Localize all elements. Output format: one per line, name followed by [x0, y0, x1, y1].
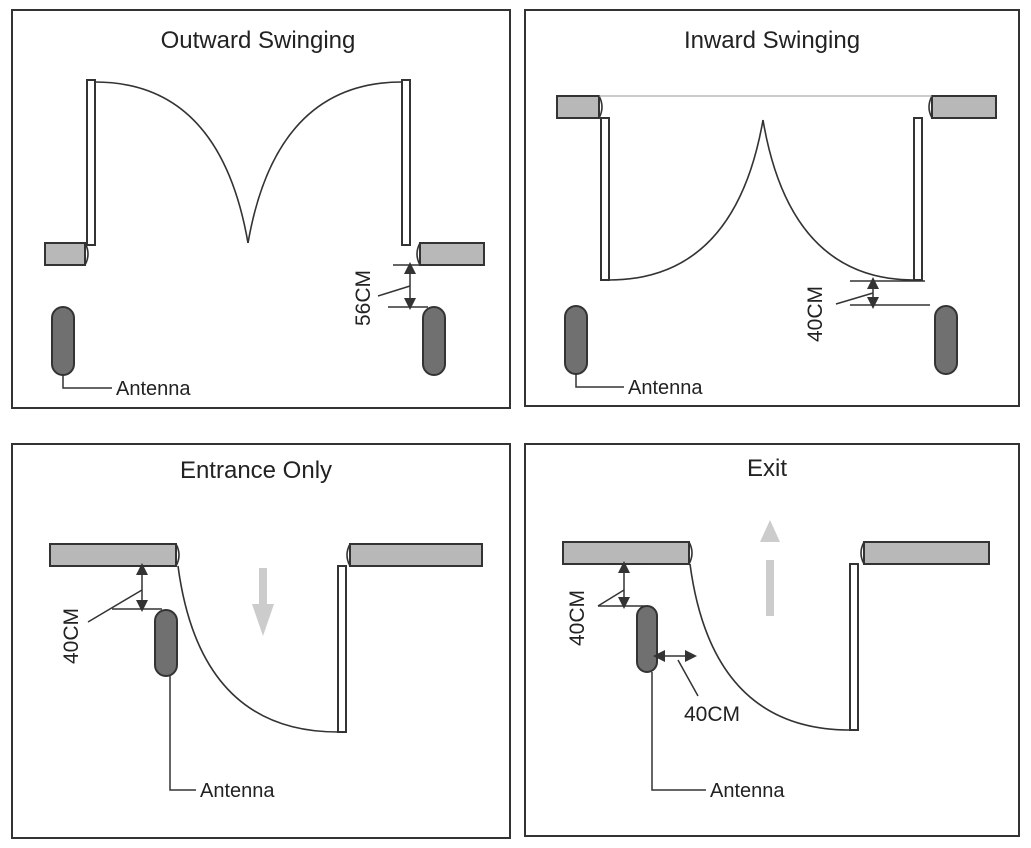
panel-entrance-only: Entrance Only Antenna 40CM [11, 443, 511, 839]
antenna-label: Antenna [116, 378, 191, 400]
door-leaf-left [86, 79, 96, 246]
dimension-label: 40CM [804, 286, 827, 342]
wall-left [49, 543, 177, 567]
panel-frame [524, 443, 1020, 837]
panel-frame [11, 443, 511, 839]
dimension-leader [835, 292, 874, 305]
door-swing-arc [689, 563, 851, 731]
panel-inward-swinging: Inward Swinging Antenna 40CM [524, 9, 1020, 407]
wall-right [349, 543, 483, 567]
door-swing-arc-left [608, 119, 764, 281]
panel-outward-swinging: Outward Swinging Antenna 56CM [11, 9, 511, 409]
antenna [636, 605, 658, 673]
dimension-leader [87, 589, 143, 623]
antenna-right [422, 306, 446, 376]
dimension-label: 40CM [60, 608, 83, 664]
dimension-leader [377, 285, 411, 297]
wall-left [556, 95, 600, 119]
dimension-label-vertical: 40CM [566, 590, 589, 646]
wall-jamb-curves [175, 543, 351, 567]
door-swing-arc [177, 565, 339, 733]
dimension-label-horizontal: 40CM [684, 703, 740, 726]
dimension-leader-vertical [597, 589, 625, 607]
panel-title: Exit [747, 455, 787, 482]
panel-title: Inward Swinging [684, 27, 860, 54]
wall-jamb-curves [598, 95, 933, 119]
antenna-label: Antenna [710, 780, 785, 802]
antenna [154, 609, 178, 677]
panel-title: Outward Swinging [161, 27, 356, 54]
wall-right [863, 541, 990, 565]
door-swing-arc-right [247, 81, 403, 244]
antenna-label: Antenna [628, 377, 703, 399]
antenna-callout-line [575, 374, 624, 388]
dimension-leader-horizontal [677, 659, 699, 697]
exit-direction-arrow-icon [760, 520, 780, 616]
wall-left [44, 242, 86, 266]
door-leaf-left [600, 117, 610, 281]
panel-exit: Exit Antenna 40CM 40CM [524, 443, 1020, 837]
door-leaf-right [401, 79, 411, 246]
antenna-callout-line [62, 375, 112, 389]
wall-jamb-curves [84, 242, 421, 266]
antenna-callout-line [651, 672, 706, 791]
antenna-label: Antenna [200, 780, 275, 802]
dimension-label: 56CM [352, 270, 375, 326]
door-swing-arc-left [94, 81, 249, 244]
antenna-left [564, 305, 588, 375]
wall-right [419, 242, 485, 266]
panel-title: Entrance Only [180, 457, 332, 484]
door-leaf [849, 563, 859, 731]
door-swing-arc-right [762, 119, 915, 281]
antenna-right [934, 305, 958, 375]
wall-right [931, 95, 997, 119]
wall-jamb-curves [688, 541, 865, 565]
door-leaf [337, 565, 347, 733]
wall-left [562, 541, 690, 565]
antenna-callout-line [169, 676, 196, 791]
door-leaf-right [913, 117, 923, 281]
antenna-left [51, 306, 75, 376]
entry-direction-arrow-icon [252, 568, 274, 636]
